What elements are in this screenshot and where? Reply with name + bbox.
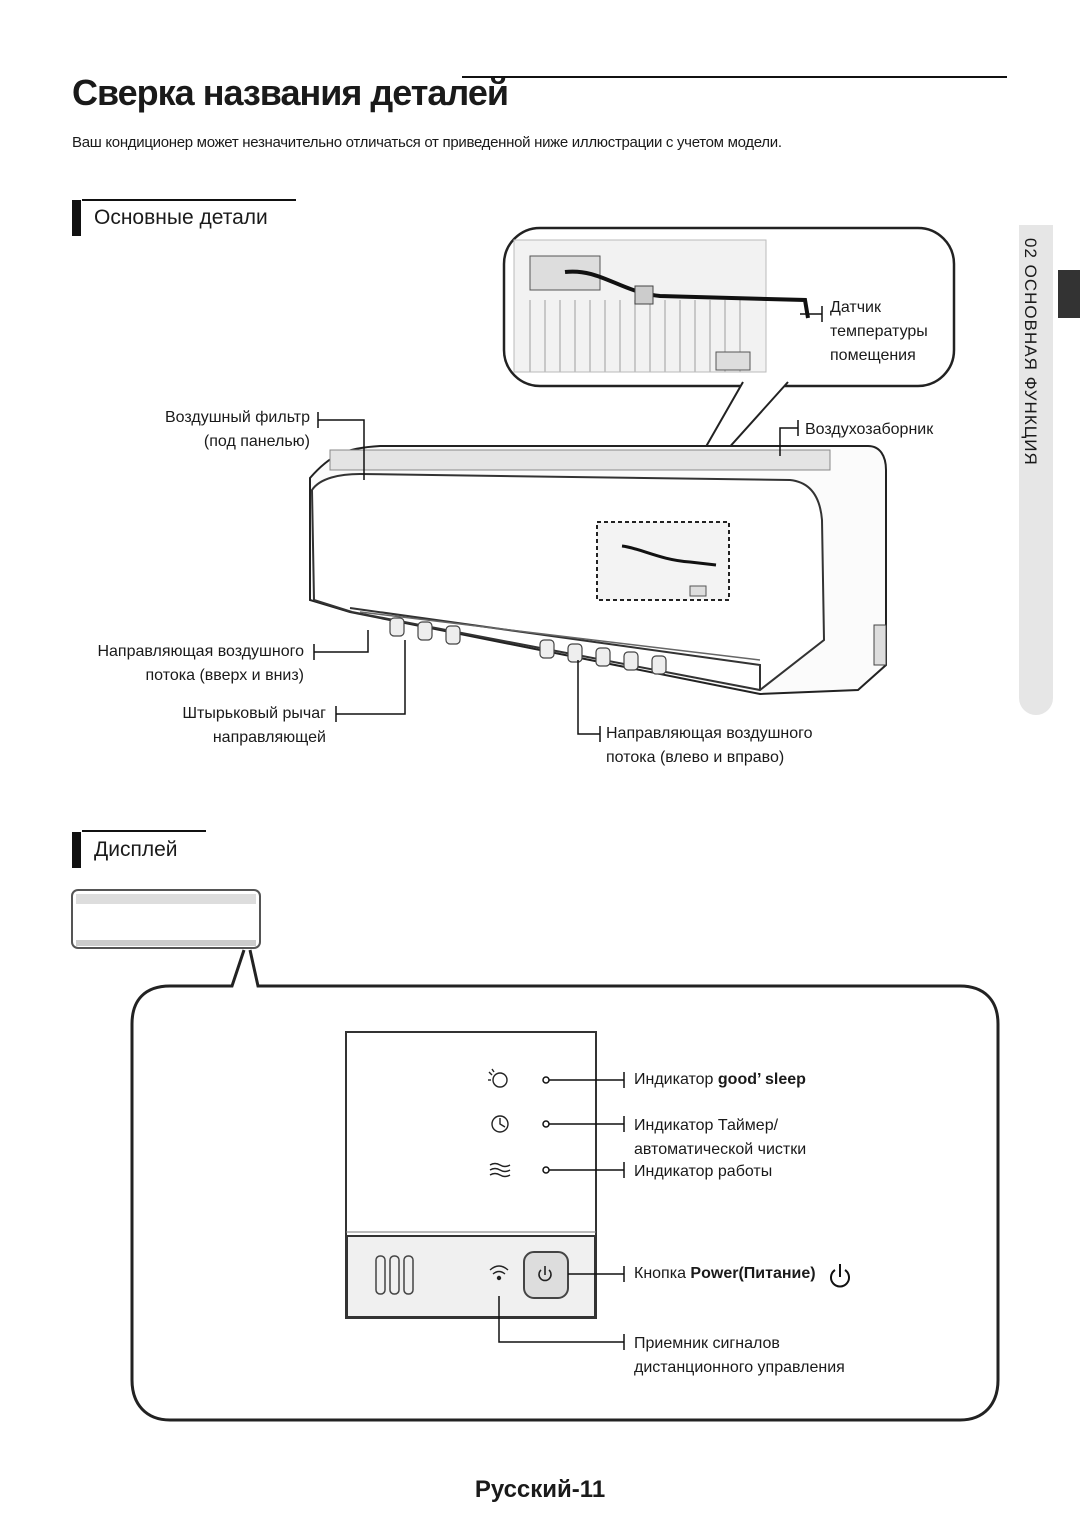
operation-icon: [489, 1162, 511, 1178]
blade-lever-label: Штырьковый рычаг направляющей: [182, 705, 326, 746]
page-title: Сверка названия деталей: [72, 72, 509, 113]
section-rule: [82, 830, 206, 832]
signal-receiver-icon: [489, 1265, 509, 1281]
air-intake-label: Воздухозаборник: [805, 421, 934, 438]
horizontal-blade-label: Направляющая воздушного потока (влево и …: [606, 725, 813, 766]
operation-indicator-label: Индикатор работы: [634, 1163, 773, 1180]
section-heading-display: Дисплей: [94, 838, 178, 861]
timer-indicator-label: Индикатор Таймер/ автоматической чистки: [634, 1117, 807, 1158]
vertical-blade-label: Направляющая воздушного потока (вверх и …: [97, 643, 304, 684]
sleep-indicator-label: Индикатор good’ sleep: [634, 1071, 806, 1088]
chapter-marker: [1058, 270, 1080, 318]
air-filter-label: Воздушный фильтр (под панелью): [164, 409, 310, 450]
intro-text: Ваш кондиционер может незначительно отли…: [72, 134, 782, 151]
chapter-tab: [1019, 225, 1053, 715]
power-symbol-icon: [830, 1264, 850, 1288]
sleep-icon: [488, 1068, 508, 1088]
power-button-icon: [538, 1266, 552, 1282]
timer-icon: [491, 1115, 509, 1133]
title-rule: [462, 76, 1007, 78]
sensor-label: Датчик температуры помещения: [830, 299, 928, 364]
section-bar: [72, 832, 81, 868]
power-button-label: Кнопка Power(Питание): [634, 1265, 816, 1282]
sensor-zoom-bubble: [502, 226, 956, 388]
section-rule: [82, 199, 296, 201]
indoor-unit: [309, 445, 887, 696]
section-heading-main: Основные детали: [94, 206, 268, 229]
page-number: Русский-11: [474, 1476, 606, 1503]
display-panel: [345, 1031, 597, 1319]
unit-thumbnail: [71, 889, 261, 949]
chapter-label: 02 ОСНОВНАЯ ФУНКЦИЯ: [1021, 238, 1040, 466]
receiver-label: Приемник сигналов дистанционного управле…: [634, 1335, 845, 1376]
section-bar: [72, 200, 81, 236]
